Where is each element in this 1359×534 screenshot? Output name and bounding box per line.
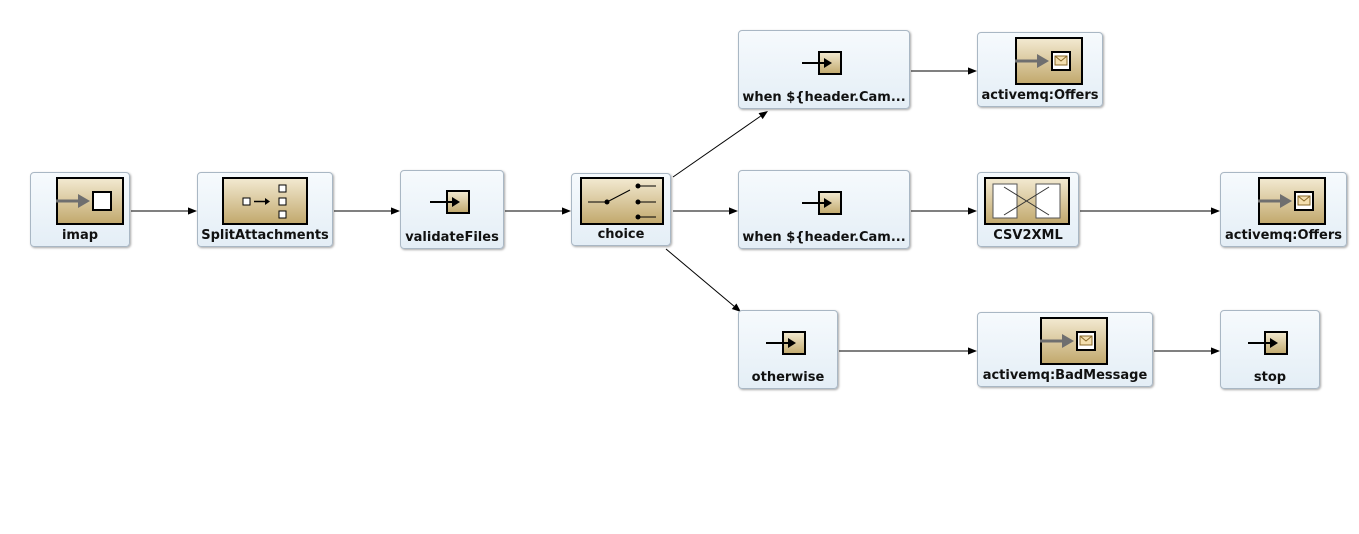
processor-icon — [430, 188, 472, 216]
edge-choice-to-when2 — [673, 207, 738, 215]
node-activemq-offers-2[interactable]: activemq:Offers — [1220, 172, 1347, 247]
edge-imap-to-split — [131, 207, 197, 215]
node-label: SplitAttachments — [201, 228, 329, 243]
splitter-icon — [222, 177, 308, 225]
processor-icon — [802, 49, 844, 77]
node-imap[interactable]: imap — [30, 172, 130, 247]
message-endpoint-icon — [1258, 177, 1326, 225]
node-label: validateFiles — [405, 230, 499, 245]
processor-icon — [802, 189, 844, 217]
node-otherwise[interactable]: otherwise — [738, 310, 838, 389]
node-label: when ${header.Cam... — [742, 90, 906, 105]
processor-icon — [1248, 329, 1290, 357]
node-activemq-badmessage[interactable]: activemq:BadMessage — [977, 312, 1153, 387]
edge-otherwise-to-bad — [839, 347, 977, 355]
edge-choice-to-when1 — [672, 111, 768, 178]
edge-validate-to-choice — [505, 207, 571, 215]
node-split-attachments[interactable]: SplitAttachments — [197, 172, 333, 247]
node-label: choice — [597, 227, 645, 242]
choice-icon — [580, 177, 664, 225]
node-when-2[interactable]: when ${header.Cam... — [738, 170, 910, 249]
processor-icon — [766, 329, 808, 357]
edge-when2-to-csv — [911, 207, 977, 215]
endpoint-from-icon — [56, 177, 124, 225]
node-label: when ${header.Cam... — [742, 230, 906, 245]
node-csv2xml[interactable]: CSV2XML — [977, 172, 1079, 247]
transform-icon — [984, 177, 1070, 225]
node-label: CSV2XML — [993, 228, 1063, 243]
node-validate-files[interactable]: validateFiles — [400, 170, 504, 249]
message-endpoint-icon — [1040, 317, 1108, 365]
edge-when1-to-offers1 — [911, 67, 977, 75]
edge-csv-to-offers2 — [1080, 207, 1220, 215]
node-label: activemq:Offers — [1224, 228, 1343, 243]
node-label: imap — [61, 228, 99, 243]
message-endpoint-icon — [1015, 37, 1083, 85]
node-label: otherwise — [751, 370, 825, 385]
node-when-1[interactable]: when ${header.Cam... — [738, 30, 910, 109]
node-stop[interactable]: stop — [1220, 310, 1320, 389]
node-activemq-offers-1[interactable]: activemq:Offers — [977, 32, 1103, 107]
node-label: activemq:BadMessage — [982, 368, 1148, 383]
node-label: activemq:Offers — [981, 88, 1099, 103]
edge-bad-to-stop — [1154, 347, 1220, 355]
edge-split-to-validate — [334, 207, 400, 215]
edge-choice-to-otherwise — [665, 248, 741, 312]
node-choice[interactable]: choice — [571, 173, 671, 246]
node-label: stop — [1253, 370, 1287, 385]
